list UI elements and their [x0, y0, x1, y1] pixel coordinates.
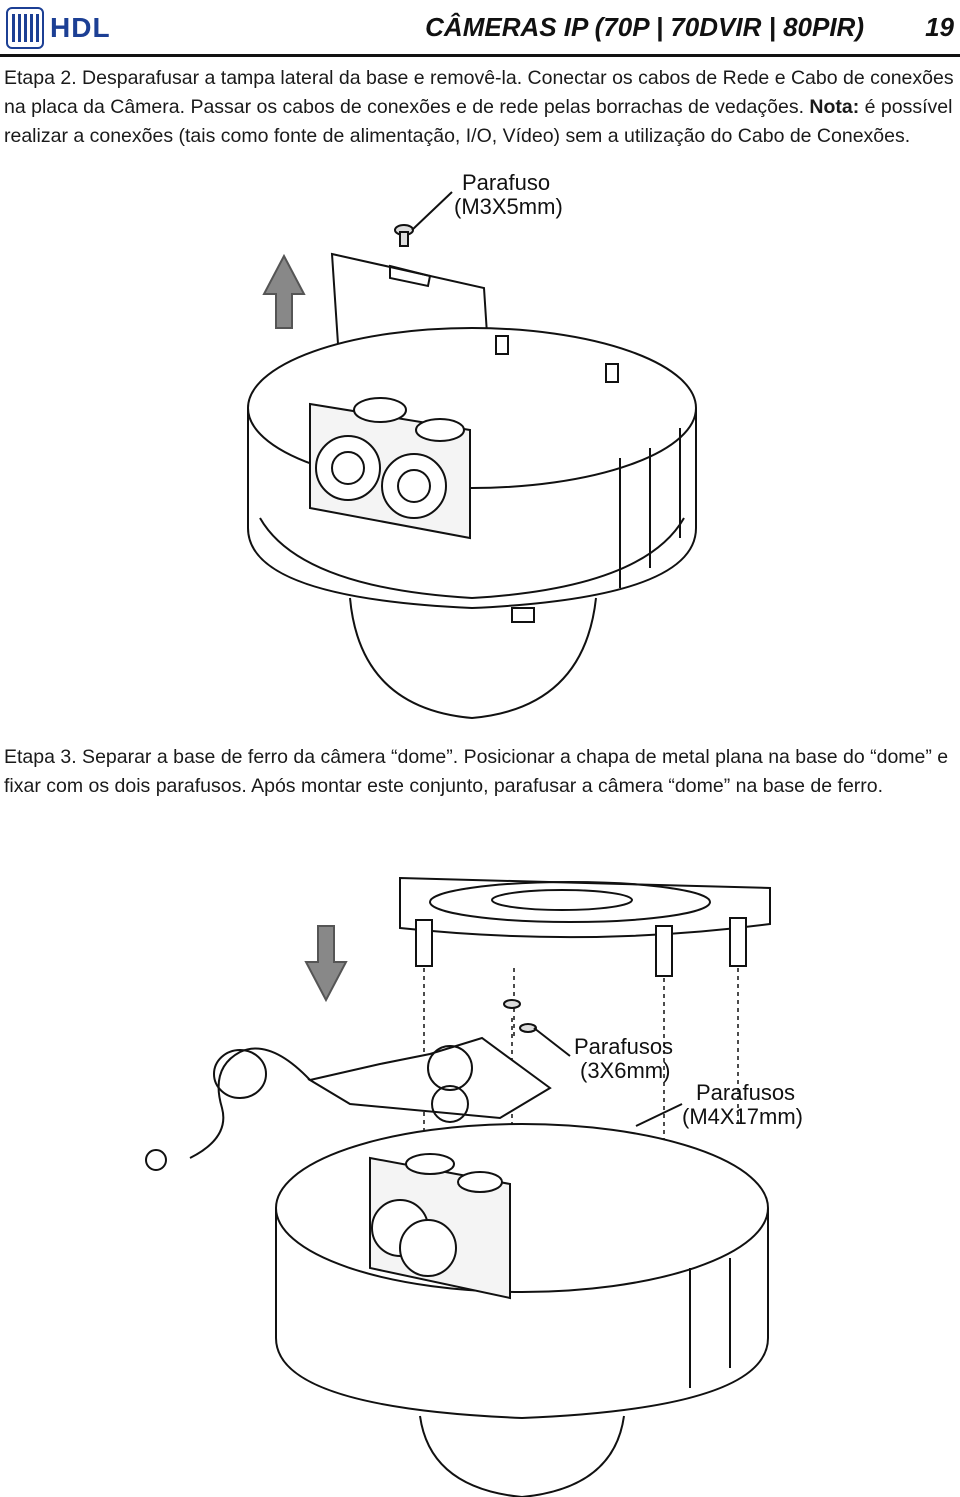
step3-figure: Parafusos (3X6mm) Parafusos (M4X17mm) — [145, 876, 803, 1497]
step2-paragraph: Etapa 2. Desparafusar a tampa lateral da… — [4, 64, 956, 151]
up-arrow-icon — [262, 253, 306, 329]
page-number: 19 — [925, 12, 954, 42]
page-header: HDL CÂMERAS IP (70P | 70DVIR | 80PIR) 19 — [0, 0, 960, 58]
step3-paragraph: Etapa 3. Separar a base de ferro da câme… — [4, 743, 956, 801]
header-rule — [0, 54, 960, 57]
step2-figure: Parafuso (M3X5mm) — [247, 170, 697, 720]
down-arrow-icon — [304, 925, 348, 1003]
logo-text: HDL — [50, 12, 111, 43]
note-label: Nota: — [809, 96, 860, 118]
step2-text-a: Etapa 2. Desparafusar a tampa lateral da… — [4, 67, 954, 118]
step3-callout2-line1: Parafusos — [696, 1080, 795, 1105]
step3-callout1-line2: (3X6mm) — [580, 1058, 670, 1083]
screw-icon — [394, 224, 414, 247]
step2-callout-line1: Parafuso — [462, 170, 550, 195]
step3-callout2-line2: (M4X17mm) — [682, 1104, 803, 1129]
hdl-logo: HDL — [6, 6, 111, 50]
step2-callout-line2: (M3X5mm) — [454, 194, 563, 219]
step2-text-b: é possível realizar a conexões (tais com… — [4, 96, 953, 147]
hdl-logo-icon — [6, 7, 44, 49]
step3-callout1-line1: Parafusos — [574, 1034, 673, 1059]
step3-text: Etapa 3. Separar a base de ferro da câme… — [4, 746, 949, 797]
header-title: CÂMERAS IP (70P | 70DVIR | 80PIR) — [425, 12, 864, 42]
